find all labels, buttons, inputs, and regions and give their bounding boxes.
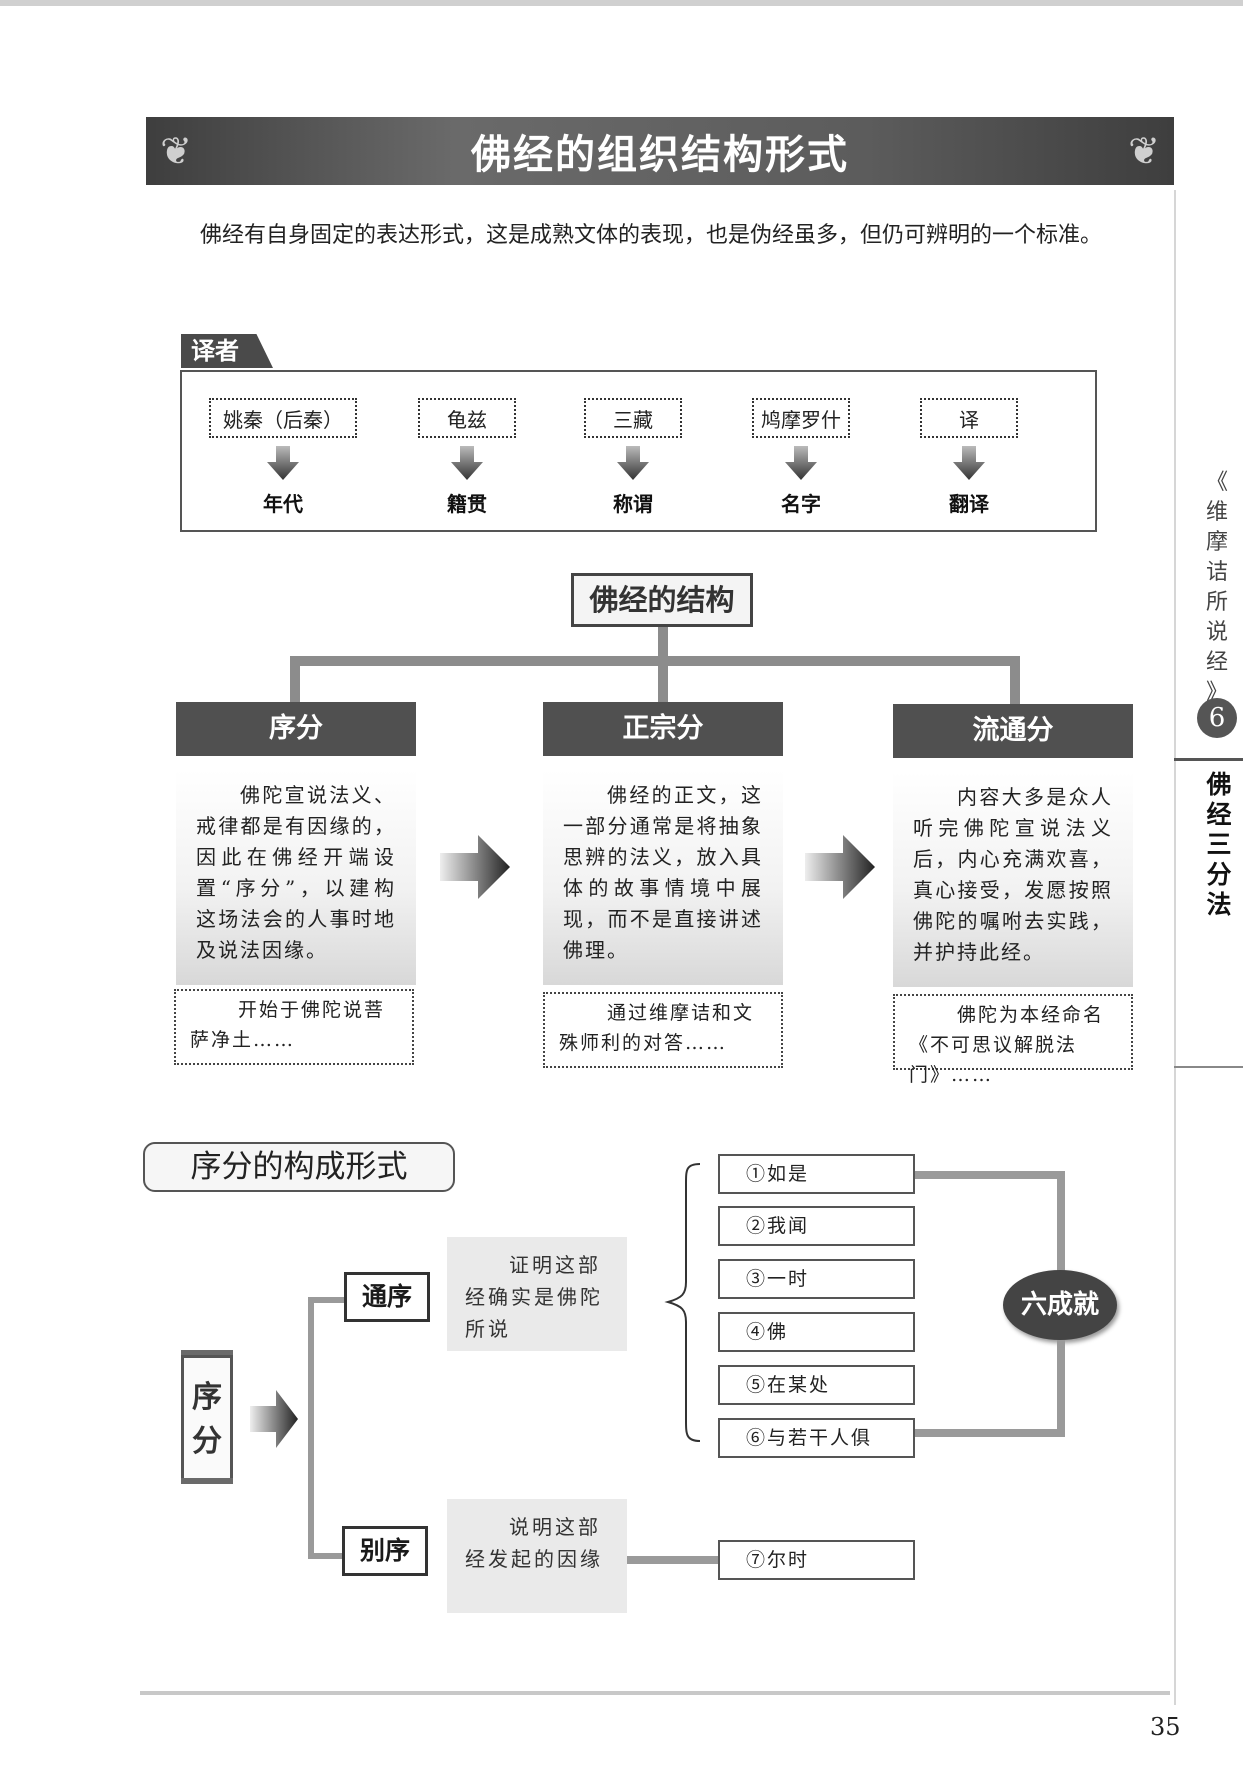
translator-sub: 年代 [263, 492, 303, 516]
translator-sub: 名字 [781, 492, 821, 516]
down-arrow-icon [953, 446, 985, 480]
column-note: 开始于佛陀说菩萨净土…… [174, 989, 414, 1065]
root-char: 序 [192, 1380, 222, 1415]
translator-label: 三藏 [584, 398, 682, 438]
translator-label: 鸠摩罗什 [752, 398, 850, 438]
tree-connector [658, 656, 668, 706]
translator-item: 姚秦（后秦） 年代 [209, 398, 357, 517]
down-arrow-icon [451, 446, 483, 480]
tree-connector [308, 1297, 314, 1559]
translator-box: 姚秦（后秦） 年代 龟兹 籍贯 三藏 称谓 鸠摩罗什 名字 译 翻译 [180, 370, 1097, 532]
side-char: 三 [1206, 830, 1232, 859]
down-arrow-icon [617, 446, 649, 480]
translator-item: 三藏 称谓 [584, 398, 682, 517]
root-char: 分 [192, 1424, 222, 1459]
side-rule [1174, 758, 1243, 761]
condition-item: ①如是 [718, 1154, 915, 1194]
condition-item: ②我闻 [718, 1206, 915, 1246]
side-char: 经 [1206, 800, 1232, 829]
intro-paragraph: 佛经有自身固定的表达形式，这是成熟文体的表现，也是伪经虽多，但仍可辨明的一个标准… [200, 223, 1103, 248]
page-title: 佛经的组织结构形式 [471, 132, 849, 178]
down-arrow-icon [785, 446, 817, 480]
translator-sub: 称谓 [613, 492, 653, 516]
side-char: 摩 [1205, 530, 1228, 555]
tree-connector [290, 656, 1020, 666]
column-note: 通过维摩诘和文殊师利的对答…… [543, 992, 783, 1068]
six-accomplishments-oval: 六成就 [1003, 1270, 1117, 1340]
biexu-desc: 说明这部经发起的因缘 [447, 1499, 627, 1613]
tree-connector [915, 1429, 1065, 1437]
translator-tag: 译者 [181, 334, 273, 368]
tree-connector [308, 1297, 344, 1303]
tree-connector [915, 1171, 1065, 1179]
down-arrow-icon [267, 446, 299, 480]
condition-item: ④佛 [718, 1312, 915, 1352]
root-box: 序 分 [181, 1355, 233, 1483]
right-arrow-icon [805, 835, 875, 899]
column-note: 佛陀为本经命名《不可思议解脱法门》…… [893, 994, 1133, 1086]
side-char: 说 [1205, 620, 1228, 645]
column-header-xufen: 序分 [176, 702, 416, 756]
bottom-rule [140, 1691, 1170, 1695]
condition-item: ③一时 [718, 1259, 915, 1299]
biexu-box: 别序 [342, 1526, 428, 1576]
translator-label: 龟兹 [418, 398, 516, 438]
column-header-liutongfen: 流通分 [893, 704, 1133, 758]
translator-item: 鸠摩罗什 名字 [752, 398, 850, 517]
tree-connector [658, 627, 668, 660]
column-header-zhengzongfen: 正宗分 [543, 702, 783, 756]
right-arrow-icon [250, 1390, 298, 1448]
translator-item: 译 翻译 [920, 398, 1018, 517]
translator-label: 姚秦（后秦） [209, 398, 357, 438]
column-text: 佛陀宣说法义、戒律都是有因缘的，因此在佛经开端设置“序分”，以建构这场法会的人事… [176, 770, 416, 985]
curly-brace-icon [664, 1163, 701, 1442]
root-box-cap [181, 1478, 233, 1484]
column-text: 内容大多是众人听完佛陀宣说法义后，内心充满欢喜，真心接受，发愿按照佛陀的嘱咐去实… [893, 772, 1133, 987]
tree-connector [290, 656, 300, 706]
tree-connector [308, 1553, 344, 1559]
tree-connector [627, 1556, 719, 1564]
title-banner: ❦ 佛经的组织结构形式 ❦ [146, 117, 1174, 185]
side-char: 佛 [1206, 770, 1232, 799]
condition-item: ⑦尔时 [718, 1540, 915, 1580]
page-number: 35 [1150, 1713, 1181, 1741]
side-char: 分 [1206, 860, 1232, 889]
structure-title: 佛经的结构 [571, 573, 753, 627]
tongxu-desc: 证明这部经确实是佛陀所说 [447, 1237, 627, 1351]
condition-item: ⑤在某处 [718, 1365, 915, 1405]
right-arrow-icon [440, 835, 510, 899]
translator-sub: 翻译 [949, 492, 989, 516]
column-text: 佛经的正文，这一部分通常是将抽象思辨的法义，放入具体的故事情境中展现，而不是直接… [543, 770, 783, 985]
tongxu-box: 通序 [344, 1272, 430, 1322]
side-chapter-title: 佛 经 三 分 法 [1202, 770, 1236, 920]
side-char: 所 [1205, 590, 1228, 615]
translator-sub: 籍贯 [447, 492, 487, 516]
floral-ornament-icon: ❦ [1128, 129, 1160, 173]
side-margin-line [1174, 190, 1176, 1705]
translator-item: 龟兹 籍贯 [418, 398, 516, 517]
side-char: 法 [1206, 890, 1232, 919]
root-box-cap [181, 1350, 233, 1356]
tree-connector [1010, 656, 1020, 706]
side-char: 《 [1205, 470, 1228, 495]
side-char: 维 [1205, 500, 1228, 525]
side-char: 诘 [1205, 560, 1228, 585]
chapter-number-badge: 6 [1197, 698, 1237, 738]
section-title: 序分的构成形式 [143, 1142, 455, 1192]
condition-item: ⑥与若干人俱 [718, 1418, 915, 1458]
floral-ornament-icon: ❦ [160, 129, 192, 173]
translator-label: 译 [920, 398, 1018, 438]
side-char: 经 [1205, 650, 1228, 675]
side-rule [1174, 1066, 1243, 1068]
page-top-edge [0, 0, 1243, 6]
side-book-title: 《 维 摩 诘 所 说 经 》 [1202, 468, 1232, 708]
